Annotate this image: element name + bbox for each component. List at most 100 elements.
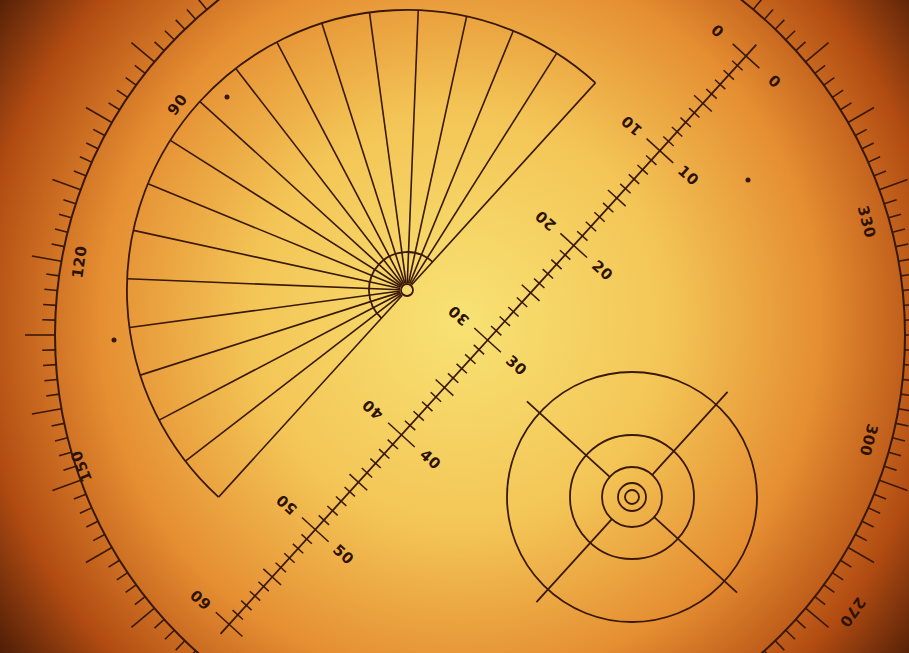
dust-speck [225,95,230,100]
degree-number: 270 [836,594,867,629]
ring-tick [892,229,905,232]
protractor-ray [133,230,400,288]
ring-tick [896,244,909,247]
protractor-fan [127,10,596,497]
ring-tick [868,508,880,513]
ring-tick [796,619,806,628]
ring-tick [786,31,795,40]
ring-tick [753,0,772,9]
ring-tick [44,379,57,380]
ring-tick [43,304,56,307]
millimetre-scale [216,44,760,637]
ring-tick [874,494,886,499]
ruler-tick [431,392,441,401]
ring-tick [903,289,909,290]
ring-tick [126,585,137,593]
ring-tick [80,508,92,513]
ruler-tick [629,174,639,183]
ruler-tick [388,440,398,449]
ring-tick [879,179,907,189]
ring-tick [855,129,866,135]
ruler-tick [457,364,467,373]
scale-number: 20 [589,258,615,284]
ring-tick [905,319,909,321]
ring-tick [210,0,218,1]
ring-tick [155,619,165,628]
ruler-line [221,45,757,634]
ring-tick [889,452,901,456]
ring-tick [55,229,68,232]
protractor-ray [369,13,406,284]
ruler-tick [293,544,303,553]
ring-tick [879,480,907,490]
protractor-ray [148,184,401,288]
ring-tick [815,65,825,73]
dust-speck [746,178,751,183]
ring-tick [86,143,98,149]
ruler-tick [543,269,553,278]
ring-tick [904,364,909,367]
ring-tick [109,103,120,110]
ring-tick [131,608,154,627]
protractor-ray [410,31,514,284]
ring-tick [86,108,112,123]
scale-number: 60 [188,586,214,612]
ring-tick [32,256,62,261]
ruler-tick [327,506,337,515]
ruler-tick [276,563,286,572]
ring-tick [59,214,71,218]
ring-tick [824,78,835,86]
protractor-ray [412,83,596,285]
ruler-tick [319,515,329,524]
ring-tick [135,65,145,73]
ruler-tick [233,610,243,619]
protractor-ray [185,294,401,461]
degree-number: 330 [855,204,878,240]
ring-tick [904,304,909,307]
ring-tick [862,143,874,149]
scale-number: 10 [619,112,645,138]
ring-tick [889,214,901,218]
scale-number: 20 [532,207,558,233]
ring-tick [901,274,909,276]
ring-tick [52,244,65,247]
dust-specks [112,95,751,343]
ring-tick [862,521,874,527]
dust-speck [112,338,117,343]
ring-tick [840,103,851,110]
ruler-tick [706,89,716,98]
ruler-tick [694,95,712,111]
ruler-tick [336,496,346,505]
scale-number: 40 [416,448,442,474]
ring-tick [187,10,196,20]
ring-tick [832,90,843,97]
ruler-tick [689,108,699,117]
ring-tick [55,438,68,441]
ring-tick [165,31,174,40]
ring-tick [903,379,909,380]
ring-tick [884,200,896,204]
ring-tick [855,535,866,541]
ruler-tick [551,260,561,269]
ring-tick [80,157,92,162]
scale-number: 50 [274,491,300,517]
scale-number: 30 [503,353,529,379]
ring-tick [52,480,80,490]
target-circle [602,467,662,527]
ring-tick [42,349,55,351]
crosshair-line [654,517,737,592]
degree-number: 150 [69,448,95,484]
ring-tick [187,651,196,653]
ring-tick [188,0,207,9]
ruler-tick [405,421,415,430]
ruler-tick [586,222,596,231]
ring-tick [86,521,98,527]
ring-tick [86,548,112,563]
ring-tick [764,10,773,20]
target-rings [507,372,757,622]
protractor-ray [130,291,401,328]
ruler-tick [732,61,742,70]
ruler-tick [620,184,630,193]
ring-tick [135,597,145,605]
